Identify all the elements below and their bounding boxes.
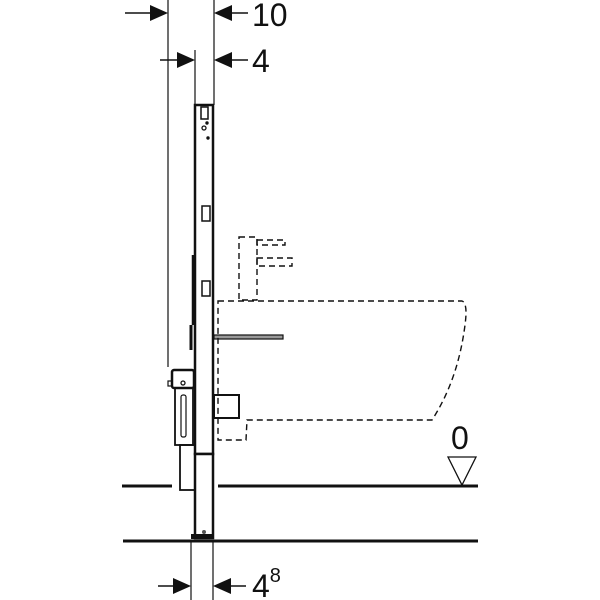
floor-level-label: 0	[451, 420, 469, 456]
dimension-label-4-8: 48	[252, 566, 281, 600]
threaded-rod	[213, 334, 284, 340]
floor-level-triangle	[446, 456, 478, 487]
dimension-label-4: 4	[252, 43, 270, 79]
dimension-4-8	[158, 541, 246, 600]
dimension-superscript: 8	[269, 565, 281, 587]
dimension-label-10: 10	[252, 0, 288, 33]
drain-connection	[213, 394, 240, 419]
dimension-4	[160, 50, 248, 105]
mounting-frame	[189, 103, 215, 540]
fixture-outline	[217, 236, 467, 441]
flush-bracket	[167, 368, 196, 491]
dimension-10	[125, 0, 248, 367]
dimension-main: 4	[252, 568, 270, 600]
